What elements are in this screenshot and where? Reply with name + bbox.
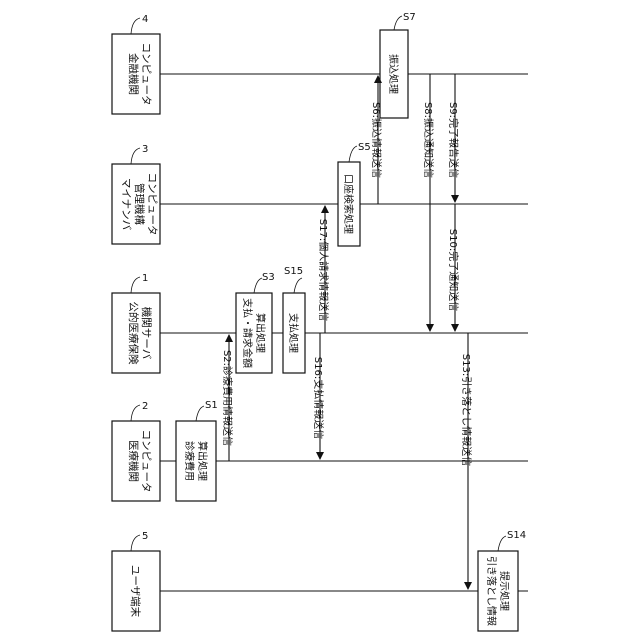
process-s3-ref: S3 (262, 272, 275, 283)
process-s14-line2: 提示処理 (498, 571, 511, 611)
process-s5: 口座検索処理 S5 (338, 142, 371, 246)
message-s10-label: S10:完了通知送信 (447, 229, 460, 311)
process-s3-line1: 支払・請求金額 (241, 298, 254, 368)
message-s13: S13:引き落とし情報送信 (460, 333, 473, 589)
entity-financial-line1: 金融機関 (127, 53, 140, 95)
message-s16: S16:支払情報送信 (312, 333, 325, 459)
process-s5-line1: 口座検索処理 (342, 174, 355, 234)
process-s7-ref: S7 (403, 12, 416, 23)
process-s1: 診療費用 算出処理 S1 (176, 400, 218, 501)
entity-user-ref: 5 (142, 531, 148, 542)
process-s5-ref: S5 (358, 142, 371, 153)
process-s14-ref: S14 (507, 530, 526, 541)
entity-insurance: 公的医療保険 機関サーバ 1 (112, 273, 160, 373)
process-s3: 支払・請求金額 算出処理 S3 (236, 272, 275, 373)
message-s16-label: S16:支払情報送信 (312, 357, 325, 439)
process-s1-line1: 診療費用 (183, 441, 196, 481)
message-s8: S8:振込通知送信 (422, 74, 435, 331)
process-s7: 振込処理 S7 (380, 12, 416, 118)
process-s15-ref: S15 (284, 266, 303, 277)
entity-mynumber: マイナンバ 管理機構 コンピュータ 3 (112, 144, 160, 244)
message-s10: S10:完了通知送信 (447, 204, 460, 331)
message-s17: S17:個人請求情報送信 (317, 206, 330, 333)
entity-insurance-ref: 1 (142, 273, 148, 284)
process-s3-line2: 算出処理 (254, 313, 267, 353)
message-s2: S2:診療費用情報送信 (221, 335, 234, 461)
entity-insurance-line1: 公的医療保険 (127, 302, 140, 365)
entity-mynumber-ref: 3 (142, 144, 148, 155)
process-s1-ref: S1 (205, 400, 218, 411)
message-s6-label: S6:振込情報送信 (370, 102, 383, 178)
entity-financial-ref: 4 (142, 14, 148, 25)
process-s1-line2: 算出処理 (196, 441, 209, 481)
process-s15-line1: 支払処理 (287, 313, 300, 353)
entity-medical-line2: コンピュータ (140, 430, 152, 493)
message-s2-label: S2:診療費用情報送信 (221, 350, 234, 446)
message-s13-label: S13:引き落とし情報送信 (460, 354, 473, 466)
entity-financial-line2: コンピュータ (140, 43, 152, 106)
entity-medical-ref: 2 (142, 401, 148, 412)
entity-user-line1: ユーザ端末 (129, 565, 142, 618)
entity-financial: 金融機関 コンピュータ 4 (112, 14, 160, 114)
message-s9: S9:完了報告送信 (447, 74, 460, 202)
entity-mynumber-line3: コンピュータ (146, 173, 158, 236)
process-s15: 支払処理 S15 (283, 266, 305, 373)
entity-user: ユーザ端末 5 (112, 531, 160, 631)
entity-insurance-line2: 機関サーバ (140, 307, 153, 360)
process-s14-line1: 引き落とし情報 (485, 556, 498, 626)
message-s9-label: S9:完了報告送信 (447, 102, 460, 178)
message-s8-label: S8:振込通知送信 (422, 102, 435, 178)
entity-medical-line1: 医療機関 (127, 440, 140, 482)
entity-mynumber-line2: 管理機構 (133, 183, 146, 225)
entity-mynumber-line1: マイナンバ (120, 178, 132, 231)
message-s17-label: S17:個人請求情報送信 (317, 219, 330, 321)
entity-medical: 医療機関 コンピュータ 2 (112, 401, 160, 501)
process-s7-line1: 振込処理 (387, 54, 400, 94)
process-s14: 引き落とし情報 提示処理 S14 (478, 530, 526, 631)
